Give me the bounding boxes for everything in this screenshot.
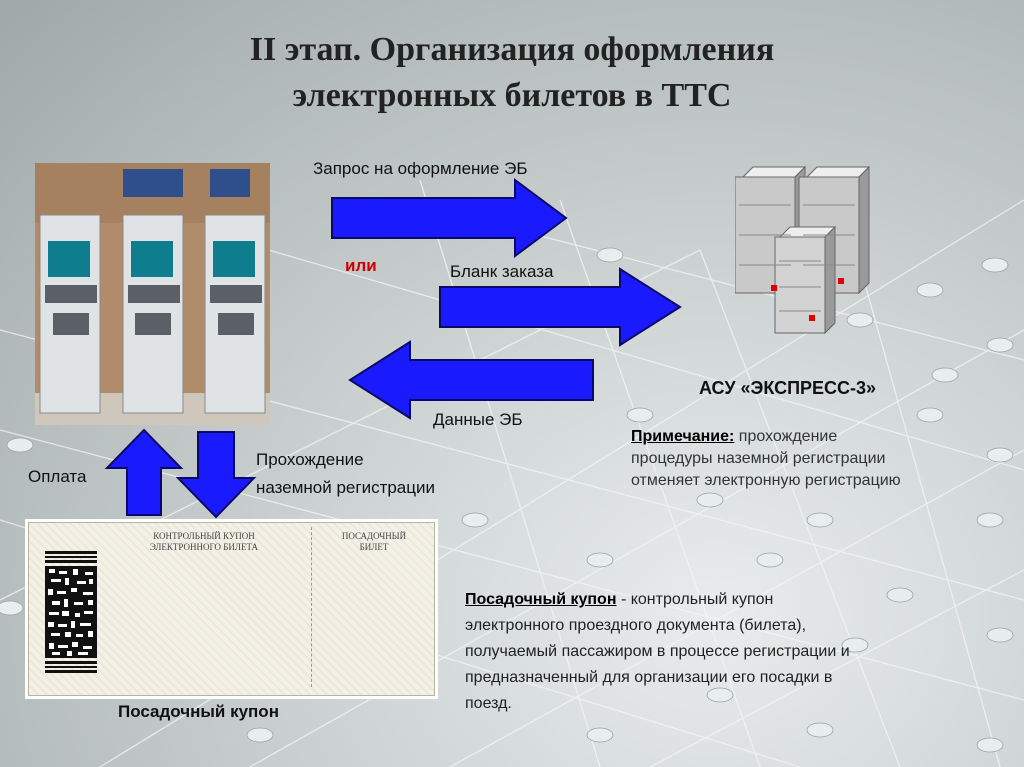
server-cluster-icon	[735, 165, 870, 335]
ticket-pass-title-line1: ПОСАДОЧНЫЙ	[341, 531, 407, 541]
ticket-stub-title-line2: ЭЛЕКТРОННОГО БИЛЕТА	[149, 542, 259, 552]
ticket-pass-title-line2: БИЛЕТ	[359, 542, 389, 552]
registration-down-arrow	[175, 431, 257, 519]
definition-line5: поезд.	[465, 695, 512, 712]
request-label: Запрос на оформление ЭБ	[313, 159, 528, 178]
payment-label: Оплата	[28, 467, 87, 486]
note-text-line3: отменяет электронную регистрацию	[631, 472, 901, 489]
payment-up-arrow	[104, 428, 184, 516]
definition-line3: получаемый пассажиром в процессе регистр…	[465, 643, 850, 660]
registration-label-line2: наземной регистрации	[256, 478, 435, 497]
ticket-caption: Посадочный купон	[118, 702, 279, 721]
data-return-arrow	[348, 340, 594, 420]
self-service-kiosks-photo	[35, 163, 270, 425]
definition-line4: предназначенный для организации его поса…	[465, 669, 833, 686]
registration-label-line1: Прохождение	[256, 450, 364, 469]
definition-line2: электронного проездного документа (билет…	[465, 617, 807, 634]
definition-line1: - контрольный купон	[616, 591, 774, 608]
request-arrow	[331, 178, 568, 258]
note-text-line2: процедуры наземной регистрации	[631, 450, 886, 467]
slide-title-line1: II этап. Организация оформления	[249, 31, 775, 68]
or-label: или	[345, 256, 377, 275]
barcode-icon	[45, 551, 97, 673]
definition-term: Посадочный купон	[465, 591, 617, 608]
note-block: Примечание: прохождение процедуры наземн…	[631, 426, 1011, 492]
definition-block: Посадочный купон - контрольный купон эле…	[465, 587, 1005, 717]
order-form-arrow	[439, 267, 682, 347]
data-label: Данные ЭБ	[433, 410, 523, 429]
system-label: АСУ «ЭКСПРЕСС-3»	[699, 378, 877, 398]
ticket-stub-title-line1: КОНТРОЛЬНЫЙ КУПОН	[153, 531, 255, 541]
order-form-label: Бланк заказа	[450, 262, 554, 281]
note-text-line1: прохождение	[734, 428, 838, 445]
boarding-coupon-image: КОНТРОЛЬНЫЙ КУПОН ЭЛЕКТРОННОГО БИЛЕТА ПО…	[28, 522, 435, 696]
note-heading: Примечание:	[631, 428, 735, 445]
slide-title-line2: электронных билетов в ТТС	[292, 77, 732, 114]
